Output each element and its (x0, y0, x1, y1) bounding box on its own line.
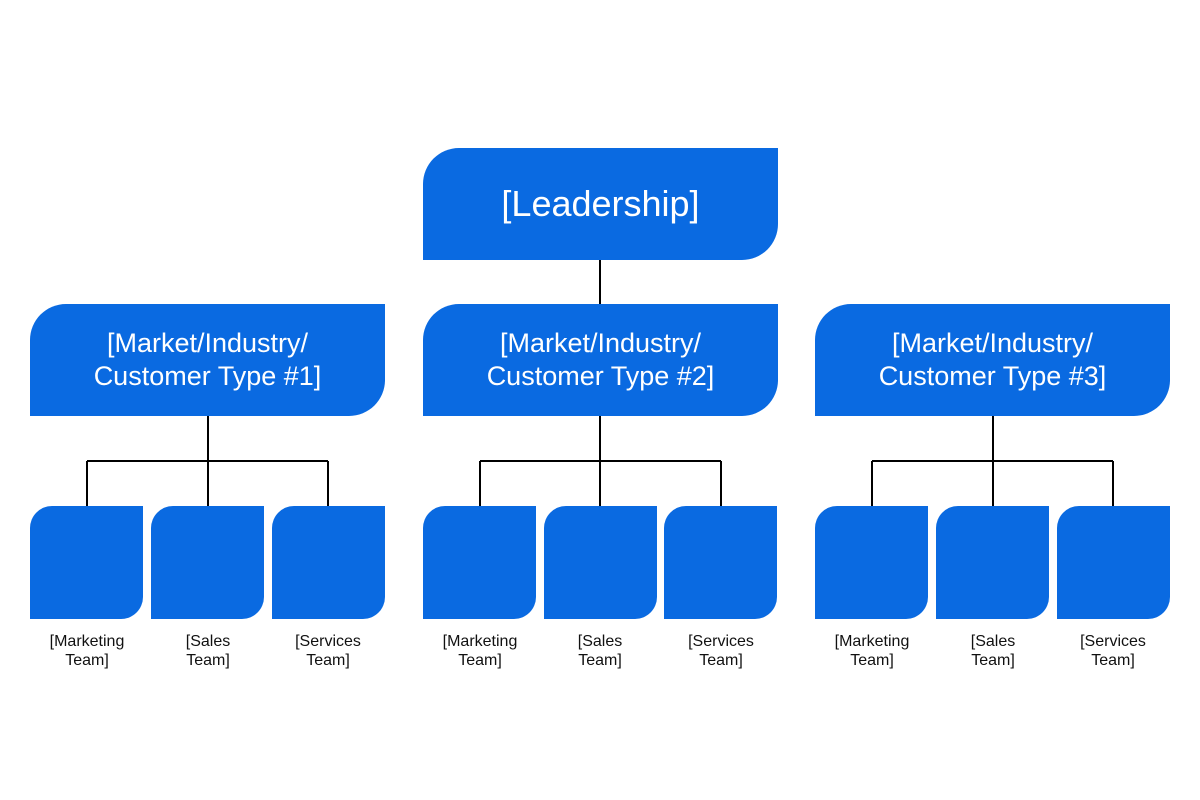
group-3-label-line1: [Market/Industry/ (891, 328, 1094, 358)
team-box-sales-group-3 (936, 506, 1049, 619)
group-box-2: [Market/Industry/ Customer Type #2] (423, 304, 778, 416)
group-2-label-line1: [Market/Industry/ (499, 328, 702, 358)
team-box-marketing-group-2 (423, 506, 536, 619)
group-1-label-line1: [Market/Industry/ (106, 328, 309, 358)
team-label-marketing-group-2: [Marketing Team] (442, 633, 518, 669)
team-label-services-group-2: [Services Team] (688, 633, 754, 669)
leadership-box: [Leadership] (423, 148, 778, 260)
team-box-marketing-group-3 (815, 506, 928, 619)
team-label-services-group-3: [Services Team] (1080, 633, 1146, 669)
team-box-services-group-2 (664, 506, 777, 619)
team-label-sales-group-3: [Sales Team] (970, 633, 1016, 669)
team-label-marketing-group-1: [Marketing Team] (49, 633, 125, 669)
team-label-sales-group-2: [Sales Team] (577, 633, 623, 669)
team-label-marketing-group-3: [Marketing Team] (834, 633, 910, 669)
group-2-label-line2: Customer Type #2] (486, 361, 715, 391)
team-box-services-group-1 (272, 506, 385, 619)
team-box-sales-group-1 (151, 506, 264, 619)
team-box-marketing-group-1 (30, 506, 143, 619)
team-label-sales-group-1: [Sales Team] (185, 633, 231, 669)
leadership-label: [Leadership] (501, 183, 700, 224)
group-1-label-line2: Customer Type #1] (93, 361, 322, 391)
team-box-sales-group-2 (544, 506, 657, 619)
team-label-services-group-1: [Services Team] (295, 633, 361, 669)
group-box-1: [Market/Industry/ Customer Type #1] (30, 304, 385, 416)
team-box-services-group-3 (1057, 506, 1170, 619)
group-box-3: [Market/Industry/ Customer Type #3] (815, 304, 1170, 416)
group-3-label-line2: Customer Type #3] (878, 361, 1107, 391)
